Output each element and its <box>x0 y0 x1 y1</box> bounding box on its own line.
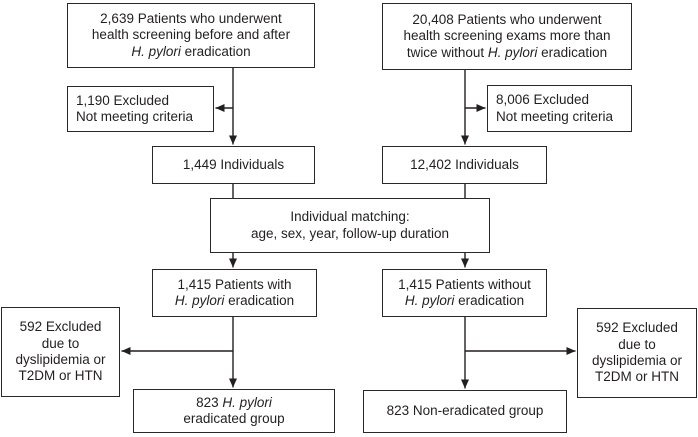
box-individuals-1449: 1,449 Individuals <box>152 146 315 184</box>
box-individuals-12402: 12,402 Individuals <box>382 146 547 184</box>
box-non-eradicated-group-text: 823 Non-eradicated group <box>386 403 544 419</box>
box-individuals-12402-text: 12,402 Individuals <box>410 156 519 172</box>
box-individual-matching-text: Individual matching:age, sex, year, foll… <box>250 209 450 241</box>
box-non-eradicated-group: 823 Non-eradicated group <box>363 390 567 433</box>
box-individual-matching: Individual matching:age, sex, year, foll… <box>210 198 490 253</box>
box-individuals-1449-text: 1,449 Individuals <box>182 156 285 172</box>
